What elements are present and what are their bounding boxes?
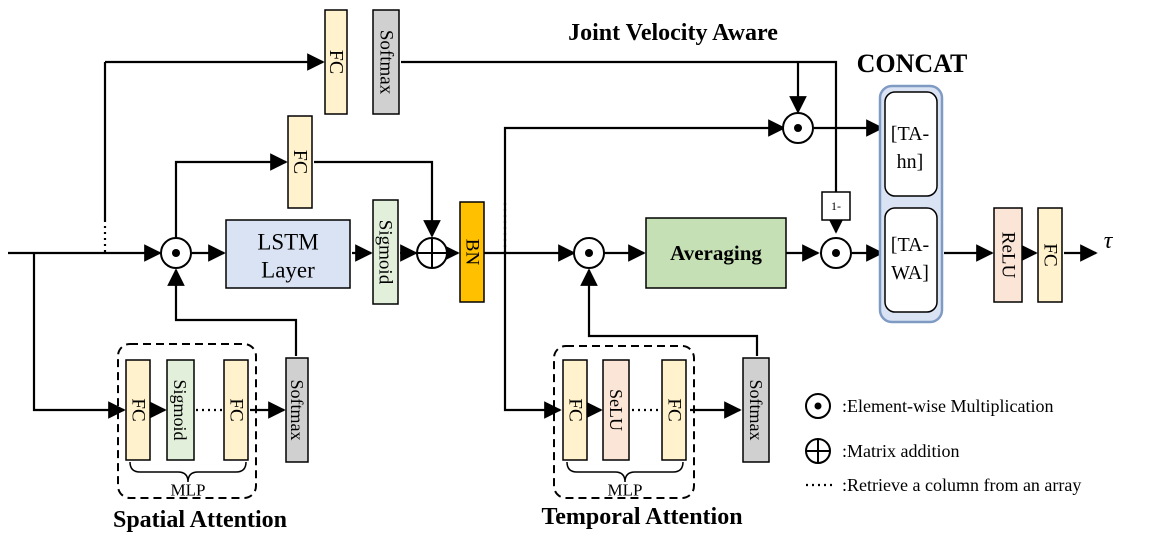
concat-label: CONCAT xyxy=(857,49,968,78)
svg-text:SeLU: SeLU xyxy=(606,389,626,431)
svg-text:1-: 1- xyxy=(831,199,841,213)
svg-text:[TA-: [TA- xyxy=(891,123,929,145)
svg-text:FC: FC xyxy=(289,150,311,174)
svg-text:FC: FC xyxy=(226,398,247,421)
svg-text:Sigmoid: Sigmoid xyxy=(375,220,396,285)
svg-text:hn]: hn] xyxy=(897,151,924,173)
temporal-mlp-group: FC SeLU FC MLP xyxy=(553,345,695,500)
connection-lines xyxy=(8,53,1098,419)
fc-block-middle: FC xyxy=(287,115,313,209)
svg-text:WA]: WA] xyxy=(891,262,929,284)
svg-text:MLP: MLP xyxy=(608,481,643,500)
svg-text:FC: FC xyxy=(565,398,586,421)
svg-text:LSTM: LSTM xyxy=(257,230,318,255)
legend-retrieve-text: :Retrieve a column from an array xyxy=(842,475,1081,495)
multiply-op-top xyxy=(782,112,814,144)
svg-text:BN: BN xyxy=(462,239,483,266)
svg-text:FC: FC xyxy=(664,398,685,421)
multiply-op-spatial xyxy=(160,237,192,269)
softmax-block-temporal: Softmax xyxy=(742,357,770,463)
svg-text:Softmax: Softmax xyxy=(746,380,766,441)
svg-text:Softmax: Softmax xyxy=(287,380,307,441)
tau-output-label: τ xyxy=(1104,228,1114,254)
svg-text:FC: FC xyxy=(1040,243,1061,266)
fc-block-top: FC xyxy=(324,9,348,115)
svg-text:Softmax: Softmax xyxy=(376,30,397,95)
svg-text:Layer: Layer xyxy=(261,258,315,283)
relu-block: ReLU xyxy=(993,207,1023,303)
svg-text:ReLU: ReLU xyxy=(998,232,1019,279)
svg-text:[TA-: [TA- xyxy=(891,234,929,256)
svg-text:FC: FC xyxy=(128,398,149,421)
softmax-block-top: Softmax xyxy=(372,9,400,115)
svg-text:Averaging: Averaging xyxy=(670,241,762,265)
legend-matrix-addition-text: :Matrix addition xyxy=(842,441,959,461)
sigmoid-block-main: Sigmoid xyxy=(372,199,399,305)
multiply-op-temporal xyxy=(573,237,605,269)
legend: :Element-wise Multiplication :Matrix add… xyxy=(805,393,1081,495)
one-minus-box: 1- xyxy=(821,191,851,221)
legend-element-wise-text: :Element-wise Multiplication xyxy=(842,396,1053,416)
fc-block-output: FC xyxy=(1037,207,1063,303)
dotted-lines xyxy=(103,200,658,412)
multiply-op-right xyxy=(820,237,852,269)
softmax-block-spatial: Softmax xyxy=(285,357,309,463)
lstm-layer-block: LSTM Layer xyxy=(225,219,351,289)
joint-velocity-aware-label: Joint Velocity Aware xyxy=(568,20,778,46)
averaging-block: Averaging xyxy=(645,217,787,289)
add-op xyxy=(416,237,448,269)
svg-text:Sigmoid: Sigmoid xyxy=(170,379,190,440)
spatial-mlp-group: FC Sigmoid FC MLP xyxy=(117,343,257,500)
spatial-attention-label: Spatial Attention xyxy=(113,507,287,533)
bn-block: BN xyxy=(459,201,485,303)
legend-add-icon xyxy=(805,438,831,464)
svg-text:FC: FC xyxy=(325,50,347,74)
svg-text:MLP: MLP xyxy=(171,481,206,500)
concat-block: [TA- hn] [TA- WA] xyxy=(878,84,944,324)
legend-multiply-icon xyxy=(805,393,831,419)
temporal-attention-label: Temporal Attention xyxy=(541,504,742,530)
